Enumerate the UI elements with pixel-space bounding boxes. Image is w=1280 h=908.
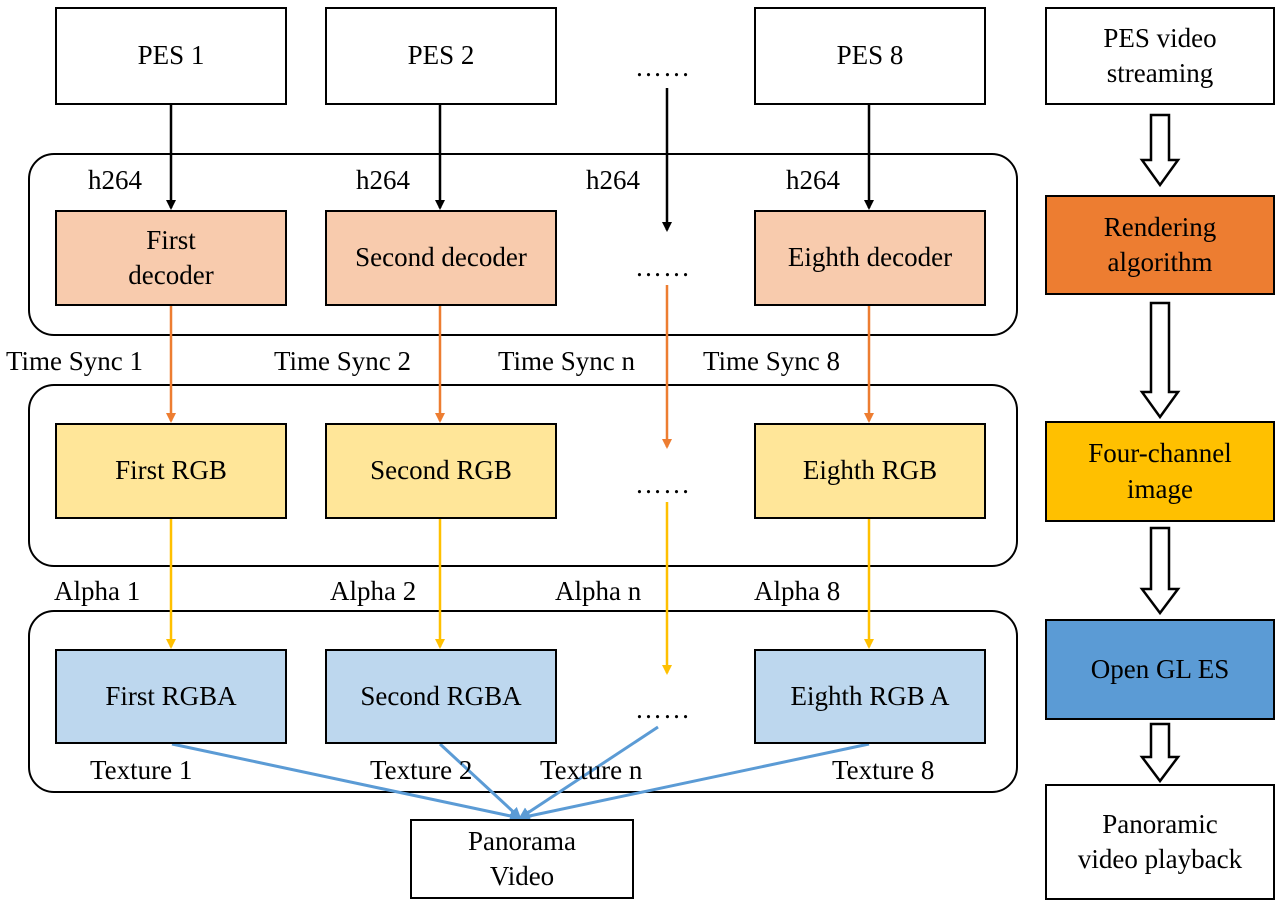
- eighth-rgb-box: Eighth RGB: [754, 423, 986, 519]
- time-sync-label-8: Time Sync 8: [703, 346, 841, 376]
- ellipsis-decoder: ……: [635, 252, 691, 282]
- alpha-label-n: Alpha n: [555, 576, 642, 606]
- texture-label-1: Texture 1: [90, 755, 193, 785]
- rgba-group: [28, 610, 1018, 793]
- texture-label-n: Texture n: [540, 755, 643, 785]
- alpha-label-1: Alpha 1: [54, 576, 141, 606]
- first-rgb-box: First RGB: [55, 423, 287, 519]
- h264-label-2: h264: [356, 165, 410, 195]
- ellipsis-rgb: ……: [635, 469, 691, 499]
- pipeline-pes-streaming: PES video streaming: [1045, 7, 1275, 105]
- eighth-rgba-box: Eighth RGB A: [754, 649, 986, 744]
- line-texture2: [438, 742, 522, 820]
- alpha-label-2: Alpha 2: [330, 576, 417, 606]
- hollow-down-arrow-4: [1139, 722, 1181, 784]
- eighth-decoder-box: Eighth decoder: [754, 210, 986, 306]
- decoder-group: [28, 153, 1018, 336]
- time-sync-label-n: Time Sync n: [498, 346, 636, 376]
- second-rgba-box: Second RGBA: [325, 649, 557, 744]
- hollow-down-arrow-1: [1139, 113, 1181, 188]
- panorama-video-box: Panorama Video: [410, 819, 634, 899]
- pes-2-box: PES 2: [325, 7, 557, 105]
- time-sync-label-1: Time Sync 1: [6, 346, 144, 376]
- time-sync-label-2: Time Sync 2: [274, 346, 412, 376]
- line-texture8: [518, 742, 870, 822]
- line-texture1: [171, 742, 522, 822]
- line-texturen: [518, 725, 659, 820]
- first-decoder-box: First decoder: [55, 210, 287, 306]
- h264-label-1: h264: [88, 165, 142, 195]
- pipeline-opengl-es: Open GL ES: [1045, 619, 1275, 720]
- hollow-down-arrow-2: [1139, 301, 1181, 420]
- second-rgb-box: Second RGB: [325, 423, 557, 519]
- pipeline-four-channel-image: Four-channel image: [1045, 421, 1275, 522]
- texture-label-2: Texture 2: [370, 755, 473, 785]
- pipeline-rendering-algorithm: Rendering algorithm: [1045, 195, 1275, 295]
- alpha-label-8: Alpha 8: [754, 576, 841, 606]
- rgb-group: [28, 384, 1018, 567]
- first-rgba-box: First RGBA: [55, 649, 287, 744]
- ellipsis-rgba: ……: [635, 694, 691, 724]
- second-decoder-box: Second decoder: [325, 210, 557, 306]
- pes-8-box: PES 8: [754, 7, 986, 105]
- pipeline-panoramic-playback: Panoramic video playback: [1045, 784, 1275, 900]
- pes-1-box: PES 1: [55, 7, 287, 105]
- h264-label-n: h264: [586, 165, 640, 195]
- h264-label-8: h264: [786, 165, 840, 195]
- ellipsis-pes: ……: [635, 52, 691, 82]
- hollow-down-arrow-3: [1139, 526, 1181, 616]
- texture-label-8: Texture 8: [832, 755, 935, 785]
